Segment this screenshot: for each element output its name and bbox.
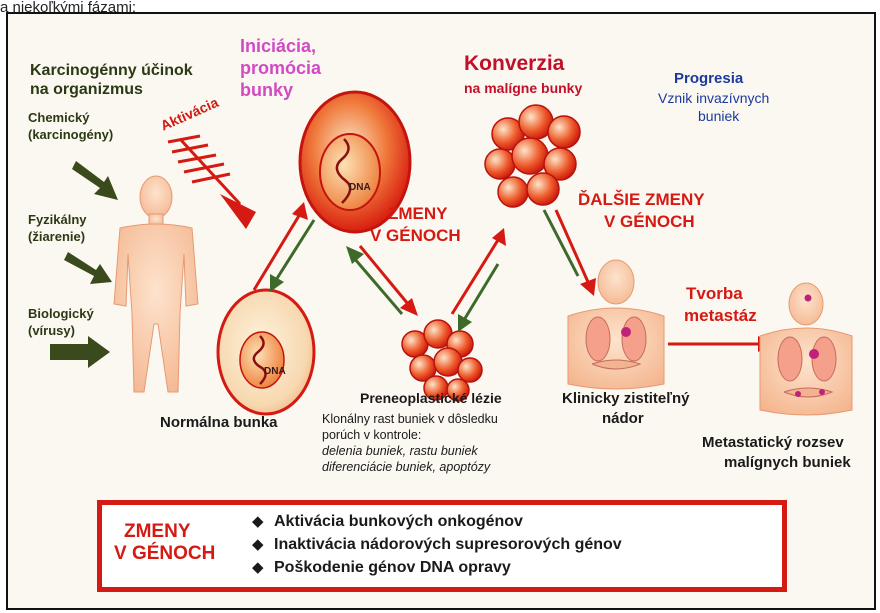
legend-item-1: Aktivácia bunkových onkogénov: [274, 513, 523, 531]
progression-title: Progresia: [674, 70, 743, 87]
cell-transition-arrows: [254, 202, 314, 292]
metastatic-torso-icon: [760, 283, 852, 415]
activation-arrow: [168, 136, 240, 204]
preneoplastic-cluster-icon: [402, 320, 482, 401]
factor-biological-detail: (vírusy): [28, 324, 75, 339]
human-figure-icon: [114, 176, 198, 392]
preneoplastic-desc-2: porúch v kontrole:: [322, 428, 421, 442]
metastasis-formation-line1: Tvorba: [686, 284, 743, 304]
clinical-label-line2: nádor: [602, 410, 644, 427]
activation-arrowhead: [220, 194, 256, 229]
normal-cell-label: Normálna bunka: [160, 414, 278, 431]
factor-physical: Fyzikálny: [28, 213, 87, 228]
caption-fragment: a niekoľkými fázami:: [0, 0, 136, 12]
malignant-cluster-icon: [485, 105, 580, 207]
initiation-label-line3: bunky: [240, 80, 293, 101]
diamond-bullet-icon: ◆: [252, 513, 264, 530]
factor-physical-detail: (žiarenie): [28, 230, 85, 245]
more-gene-changes-line2: V GÉNOCH: [604, 212, 695, 232]
dna-label-normal: DNA: [264, 366, 286, 378]
diamond-bullet-icon: ◆: [252, 559, 264, 576]
initiation-preneoplastic-arrows: [346, 246, 418, 316]
preneoplastic-desc-4: diferenciácie buniek, apoptózy: [322, 460, 490, 474]
legend-title-line2: V GÉNOCH: [114, 543, 215, 565]
normal-cell-icon: [218, 290, 314, 414]
clinical-tumor-torso-icon: [568, 260, 664, 389]
intro-label-line1: Karcinogénny účinok: [30, 62, 193, 80]
preneoplastic-desc-3: delenia buniek, rastu buniek: [322, 444, 478, 458]
conversion-subtitle: na malígne bunky: [464, 80, 582, 96]
conversion-title: Konverzia: [464, 52, 564, 76]
diamond-bullet-icon: ◆: [252, 536, 264, 553]
dna-label-initiated: DNA: [349, 182, 371, 194]
progression-line1: Vznik invazívnych: [658, 90, 769, 106]
metastatic-label-line2: malígnych buniek: [724, 454, 851, 471]
legend-item-2: Inaktivácia nádorových supresorových gén…: [274, 536, 622, 554]
clinical-label-line1: Klinicky zistiteľný: [562, 390, 690, 407]
factor-chemical-detail: (karcinogény): [28, 128, 113, 143]
factor-chemical: Chemický: [28, 111, 89, 126]
legend-title-line1: ZMENY: [124, 521, 191, 543]
progression-line2: buniek: [698, 108, 739, 124]
legend-item-3: Poškodenie génov DNA opravy: [274, 559, 511, 577]
initiation-label-line1: Iniciácia,: [240, 36, 316, 57]
gene-changes-line1: ZMENY: [388, 204, 448, 224]
initiation-label-line2: promócia: [240, 58, 321, 79]
metastatic-label-line1: Metastatický rozsev: [702, 434, 844, 451]
gene-changes-legend-box: ZMENY V GÉNOCH ◆ Aktivácia bunkových onk…: [97, 500, 787, 592]
metastasis-formation-line2: metastáz: [684, 306, 757, 326]
preneoplastic-title: Preneoplastické lézie: [360, 390, 502, 406]
more-gene-changes-line1: ĎALŠIE ZMENY: [578, 190, 705, 210]
conversion-clinical-arrows: [544, 210, 596, 296]
factor-biological: Biologický: [28, 307, 94, 322]
preneoplastic-desc-1: Klonálny rast buniek v dôsledku: [322, 412, 498, 426]
intro-label-line2: na organizmus: [30, 81, 143, 99]
gene-changes-line2: V GÉNOCH: [370, 226, 461, 246]
metastasis-arrow: [668, 336, 774, 352]
